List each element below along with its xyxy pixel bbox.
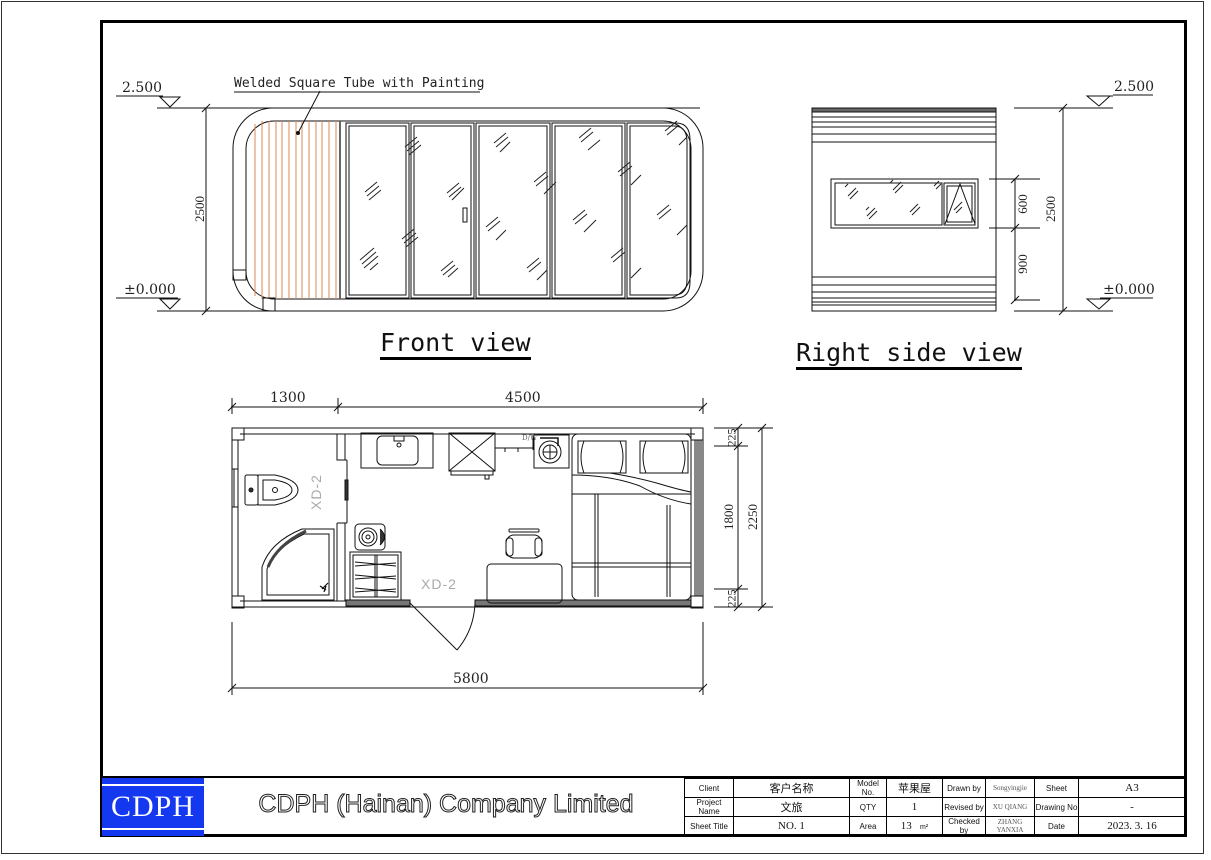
drawing-no-value: - bbox=[1078, 797, 1186, 817]
plan-dim-inner: 1800 bbox=[721, 504, 736, 530]
side-height-dimension: 2500 bbox=[1043, 196, 1058, 222]
company-logo: CDPH bbox=[102, 778, 204, 836]
project-name-value: 文旅 bbox=[733, 797, 850, 817]
sheet-title-value: NO. 1 bbox=[733, 816, 850, 836]
plan-dim-left: 1300 bbox=[270, 390, 306, 406]
qty-value: 1 bbox=[886, 797, 943, 817]
door-tag-bathroom: XD-2 bbox=[307, 474, 324, 510]
table-row: Sheet Title NO. 1 Area 13 m² Checked by … bbox=[684, 816, 1186, 836]
area-number: 13 bbox=[900, 820, 912, 832]
sheet-value: A3 bbox=[1078, 778, 1186, 798]
drawing-border bbox=[100, 20, 1187, 837]
date-label: Date bbox=[1034, 816, 1079, 836]
front-elevation-top-label: 2.500 bbox=[122, 80, 163, 96]
plan-dim-top-edge: 225 bbox=[724, 428, 739, 447]
model-label: Model No. bbox=[849, 778, 887, 798]
client-value: 客户名称 bbox=[733, 778, 850, 798]
checked-by-label: Checked by bbox=[942, 816, 986, 836]
plan-dim-overall-width: 2250 bbox=[745, 504, 760, 530]
right-side-view-elevation bbox=[811, 94, 1153, 316]
qty-label: QTY bbox=[849, 797, 887, 817]
plan-dim-right: 4500 bbox=[505, 390, 541, 406]
drawn-by-label: Drawn by bbox=[942, 778, 986, 798]
front-view-title: Front view bbox=[380, 330, 531, 360]
side-window-height-dimension: 600 bbox=[1015, 194, 1030, 214]
company-name: CDPH (Hainan) Company Limited bbox=[258, 790, 634, 819]
title-block-table: Client 客户名称 Model No. 苹果屋 Drawn by Songy… bbox=[684, 778, 1186, 836]
project-name-label: Project Name bbox=[684, 797, 734, 817]
sheet-title-label: Sheet Title bbox=[684, 816, 734, 836]
table-row: Client 客户名称 Model No. 苹果屋 Drawn by Songy… bbox=[684, 778, 1186, 798]
client-label: Client bbox=[684, 778, 734, 798]
revised-by-label: Revised by bbox=[942, 797, 986, 817]
plan-dw-label: D/W bbox=[522, 434, 538, 442]
area-value: 13 m² bbox=[886, 816, 943, 836]
sheet-label: Sheet bbox=[1034, 778, 1079, 798]
front-view-annotation: Welded Square Tube with Painting bbox=[234, 76, 485, 91]
logo-stripe-top bbox=[102, 784, 204, 786]
drawing-no-label: Drawing No bbox=[1034, 797, 1079, 817]
model-value: 苹果屋 bbox=[886, 778, 943, 798]
area-unit: m² bbox=[920, 824, 929, 831]
front-view-elevation bbox=[116, 90, 704, 316]
title-block: CDPH CDPH (Hainan) Company Limited Clien… bbox=[101, 776, 1186, 836]
date-value: 2023. 3. 16 bbox=[1078, 816, 1186, 836]
plan-dim-total: 5800 bbox=[453, 671, 489, 687]
drawn-by-value: Songyingjie bbox=[985, 778, 1035, 798]
side-sill-height-dimension: 900 bbox=[1015, 254, 1030, 274]
floor-plan-drawing bbox=[227, 398, 773, 695]
front-height-dimension: 2500 bbox=[192, 196, 207, 222]
logo-text: CDPH bbox=[110, 790, 196, 823]
logo-stripe-bottom bbox=[102, 828, 204, 830]
right-side-view-title: Right side view bbox=[796, 340, 1022, 370]
revised-by-value: XU QIANG bbox=[985, 797, 1035, 817]
side-elevation-bottom-label: ±0.000 bbox=[1103, 282, 1155, 298]
table-row: Project Name 文旅 QTY 1 Revised by XU QIAN… bbox=[684, 797, 1186, 817]
area-label: Area bbox=[849, 816, 887, 836]
plan-dim-bottom-edge: 225 bbox=[724, 589, 739, 608]
side-elevation-top-label: 2.500 bbox=[1114, 79, 1155, 95]
door-tag-entry: XD-2 bbox=[421, 576, 457, 592]
checked-by-value: ZHANG YANXIA bbox=[985, 816, 1035, 836]
front-elevation-bottom-label: ±0.000 bbox=[124, 282, 176, 298]
